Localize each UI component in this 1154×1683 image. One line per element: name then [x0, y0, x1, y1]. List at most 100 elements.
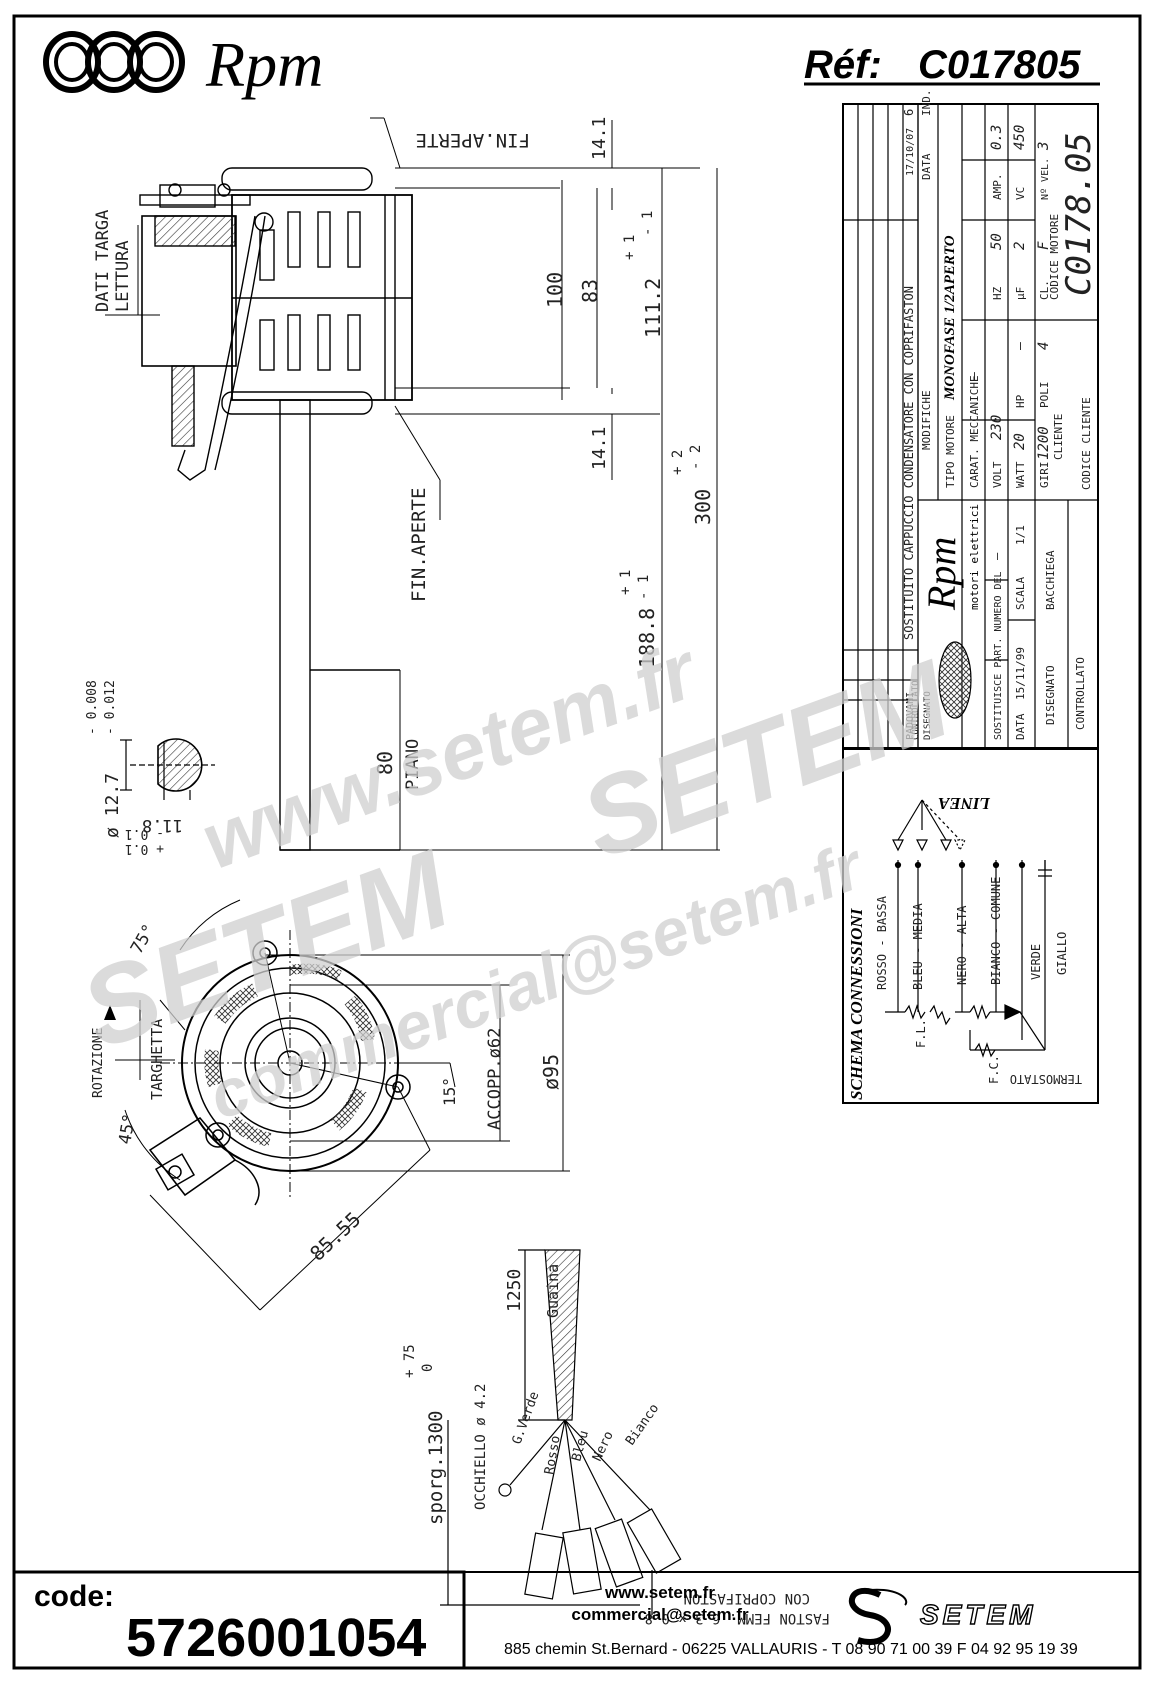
dati-targa-label: DATI TARGA [93, 210, 113, 312]
tb-poli: 4 [1036, 342, 1052, 350]
guaina-label: Guaina [544, 1264, 562, 1318]
schema-title: SCHEMA CONNESSIONI [847, 907, 866, 1100]
dim-14-1-bottom: 14.1 [589, 427, 610, 470]
tb-tipo-motore: MONOFASE 1/2APERTO [942, 235, 958, 401]
tb-codice-motore-label: CODICE MOTORE [1048, 214, 1061, 300]
tb-controllato-label: CONTROLLATO [1074, 657, 1087, 730]
tb-rev-index: 6 [902, 109, 916, 116]
tb-col-controllato: CONTROLLATO [911, 680, 921, 740]
cable-1250: 1250 [504, 1269, 525, 1312]
angle-45: 45° [115, 1112, 140, 1146]
shaft-flat: 11.8 [142, 815, 183, 835]
dim-83: 83 [578, 279, 602, 303]
dim-111-tol-minus: - 1 [640, 211, 656, 236]
wiring-schema [842, 747, 1099, 1104]
top-view-dimensions [105, 117, 720, 851]
tb-scala-label: SCALA [1014, 577, 1027, 610]
cable-assembly [440, 1249, 682, 1615]
tb-uf-label: µF [1014, 287, 1027, 300]
front-view-dimensions [115, 899, 570, 1311]
tb-disegnato-label: DISEGNATO [1044, 665, 1057, 725]
dim-188-tol-minus: - 1 [636, 575, 652, 600]
tb-amp: 0.3 [989, 125, 1005, 150]
dim-300-tol-plus: + 2 [670, 450, 686, 475]
tb-codice-motore: C0178.05 [1059, 132, 1099, 296]
faston-note-2: FASTON FEMM. 6.3 x 0.8 [645, 1610, 830, 1626]
accopp-label: ACCOPP.ø62 [485, 1028, 505, 1130]
tb-data-label: DATA [1014, 713, 1027, 740]
tb-volt: 230 [989, 415, 1005, 440]
dim-300: 300 [691, 489, 715, 525]
shaft-tol-1: - 0.008 [85, 680, 100, 735]
wire-bleu-media: BLEU - MEDIA [911, 903, 925, 990]
rotazione-label: ROTAZIONE [91, 1028, 106, 1098]
code-label: code: [34, 1580, 114, 1613]
tb-col-ind: IND. [920, 90, 933, 117]
tb-giri: 1200 [1036, 426, 1052, 460]
tb-vc-label: VC [1014, 187, 1027, 200]
setem-logo-text: SETEM [920, 1599, 1036, 1630]
tb-col-modifiche: MODIFICHE [920, 390, 933, 450]
footer: code: 5726001054 www.setem.fr commercial… [12, 1570, 1140, 1670]
schema-fl: F.L. [914, 1019, 928, 1048]
ref-value: C017805 [918, 43, 1081, 87]
wire-nero-alta: NERO - ALTA [955, 905, 969, 985]
sheet-border [12, 14, 1142, 1670]
shaft-tol-2: - 0.012 [103, 680, 118, 735]
tb-logo-text: Rpm [919, 537, 964, 611]
tb-rev-date: 17/10/07 [905, 128, 916, 176]
wire-label-g-verde: G.Verde [510, 1390, 543, 1447]
tb-poli-label: POLI [1038, 382, 1051, 409]
tb-giri-label: GIRI [1038, 462, 1051, 489]
rpm-logo: Rpm [43, 29, 323, 100]
wire-label-rosso: Rosso [542, 1435, 564, 1476]
faston-note-1: CON COPRIFASTON [684, 1590, 810, 1606]
dim-85-55: 85.55 [305, 1207, 365, 1266]
tb-cl: F [1036, 241, 1052, 250]
wire-label-nero: Nero [590, 1429, 617, 1464]
tb-carat-value: — [967, 372, 982, 380]
shaft-section [120, 738, 215, 800]
tb-watt-label: WATT [1014, 461, 1027, 488]
footer-address: 885 chemin St.Bernard - 06225 VALLAURIS … [504, 1641, 1078, 1658]
dim-188: 188.8 [635, 608, 659, 668]
tb-vc: 450 [1012, 125, 1028, 150]
fin-aperte-top-label: FIN.APERTE [416, 129, 530, 151]
sporg-tol-zero: 0 [420, 1364, 436, 1372]
brand-text: Rpm [205, 29, 323, 100]
wire-label-bleu: Bleu [569, 1429, 592, 1463]
dim-80: 80 [373, 751, 397, 775]
dia-95-label: ø95 [539, 1054, 563, 1090]
tb-codice-cliente-label: CODICE CLIENTE [1080, 397, 1093, 490]
tb-sostituisce-label: SOSTITUISCE PART. NUMERO DEL [993, 571, 1004, 740]
tb-scala: 1/1 [1014, 525, 1027, 545]
sporg-label: sporg.1300 [425, 1411, 447, 1525]
tb-hz-label: HZ [991, 286, 1004, 300]
dim-300-tol-minus: - 2 [688, 445, 704, 470]
tb-sostituisce-value: — [990, 552, 1004, 560]
tb-logo-sub: motori elettrici [968, 504, 981, 610]
tb-tipo-motore-label: TIPO MOTORE [944, 415, 957, 488]
motor-front-view [148, 930, 420, 1206]
tb-nvel-label: Nº VEL. [1040, 158, 1051, 200]
schema-fc: F.C. [987, 1055, 1001, 1084]
tb-hp: — [1013, 342, 1028, 350]
tb-nvel: 3 [1036, 142, 1052, 151]
schema-linea: LINEA [938, 794, 991, 813]
ref-label: Réf: [804, 43, 882, 87]
setem-logo: SETEM [848, 1587, 1036, 1645]
shaft-flat-tol-1: - 0.1 [125, 826, 164, 841]
wire-rosso-bassa: ROSSO - BASSA [875, 895, 889, 990]
dim-111: 111.2 [641, 278, 665, 338]
footer-email: commercial@setem.fr [571, 1605, 749, 1624]
dim-100: 100 [543, 272, 567, 308]
lettura-label: LETTURA [113, 240, 133, 312]
tb-disegnato: BACCHIEGA [1044, 550, 1057, 610]
tb-cliente-label: CLIENTE [1052, 414, 1065, 460]
tb-watt: 20 [1012, 433, 1028, 450]
code-value: 5726001054 [126, 1608, 426, 1668]
tb-author: PADOVANI [905, 692, 916, 740]
fin-aperte-bottom-label: FIN.APERTE [408, 488, 430, 602]
occhiello-label: OCCHIELLO ø 4.2 [473, 1384, 489, 1510]
